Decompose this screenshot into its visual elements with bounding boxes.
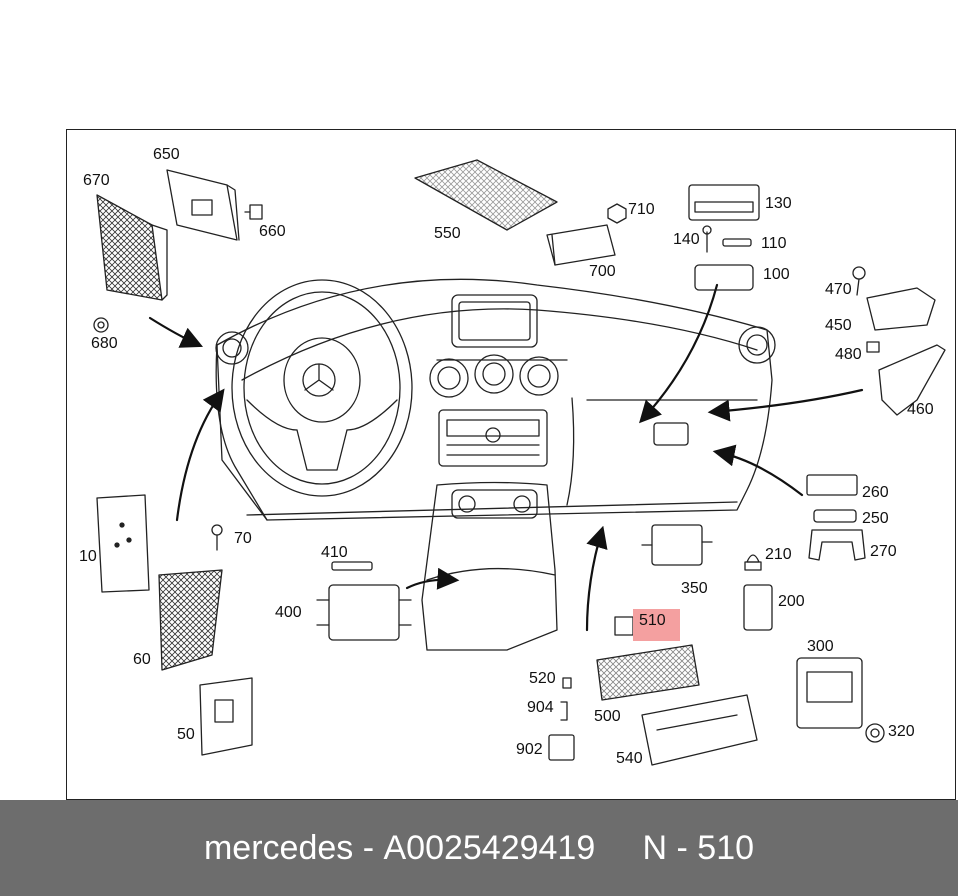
label-902: 902 — [516, 741, 543, 758]
part-510-relay — [614, 616, 634, 636]
center-console — [421, 481, 558, 651]
part-number: A0025429419 — [383, 828, 596, 867]
part-50-module — [199, 677, 253, 756]
arrows — [148, 283, 864, 632]
steering-wheel — [231, 279, 413, 497]
part-350-module — [641, 524, 713, 566]
label-670: 670 — [83, 172, 110, 189]
part-70-bolt — [211, 524, 223, 551]
part-300-module — [796, 657, 863, 729]
spacer — [595, 829, 642, 868]
glovebox-handle — [653, 422, 689, 446]
part-550-mat — [414, 159, 558, 231]
brand-name: mercedes — [203, 828, 354, 867]
label-460: 460 — [907, 401, 934, 418]
label-904: 904 — [527, 699, 554, 716]
center-vents — [215, 326, 776, 398]
separator: - — [353, 828, 384, 867]
part-540-fusebox — [641, 694, 758, 766]
parts-diagram-drawing — [93, 159, 946, 766]
part-650-module — [166, 169, 240, 241]
part-320-nut — [865, 723, 885, 743]
label-400: 400 — [275, 604, 302, 621]
label-700: 700 — [589, 263, 616, 280]
label-550: 550 — [434, 225, 461, 242]
part-270-cover — [808, 529, 866, 561]
part-460-bracket — [878, 344, 946, 416]
part-680-nut — [93, 317, 109, 333]
position-number: 510 — [697, 828, 755, 867]
part-904-fuse — [560, 701, 568, 721]
label-320: 320 — [888, 723, 915, 740]
part-100-unit — [694, 264, 754, 291]
label-680: 680 — [91, 335, 118, 352]
label-450: 450 — [825, 317, 852, 334]
part-700-module — [546, 224, 616, 266]
label-710: 710 — [628, 201, 655, 218]
label-60: 60 — [133, 651, 151, 668]
label-140: 140 — [673, 231, 700, 248]
part-670-panel — [96, 194, 168, 301]
label-350: 350 — [681, 580, 708, 597]
part-250-strip — [813, 509, 857, 523]
part-710-nut — [607, 203, 627, 224]
label-250: 250 — [862, 510, 889, 527]
label-510-highlighted: 510 — [633, 609, 680, 641]
label-270: 270 — [870, 543, 897, 560]
center-display — [436, 294, 568, 361]
diagram-frame: 650 670 660 680 550 710 700 130 140 110 … — [66, 129, 956, 800]
label-10: 10 — [79, 548, 97, 565]
part-110-strip — [722, 238, 752, 247]
part-660-screw — [244, 204, 263, 220]
part-200-switch — [743, 584, 773, 631]
label-110: 110 — [761, 235, 787, 252]
part-10-panel — [96, 494, 150, 593]
position-prefix: N - — [642, 828, 698, 867]
label-410: 410 — [321, 544, 348, 561]
label-480: 480 — [835, 346, 862, 363]
part-470-screw — [852, 266, 866, 296]
label-260: 260 — [862, 484, 889, 501]
label-100: 100 — [763, 266, 790, 283]
part-140-screw — [702, 225, 712, 253]
label-520: 520 — [529, 670, 556, 687]
part-400-module — [316, 584, 412, 641]
label-200: 200 — [778, 593, 805, 610]
radio-panel — [438, 409, 548, 467]
part-410-strip — [331, 561, 373, 571]
part-500-fusebox — [596, 644, 700, 701]
label-470: 470 — [825, 281, 852, 298]
part-450-module — [866, 287, 936, 331]
label-210: 210 — [765, 546, 792, 563]
part-130-unit — [688, 184, 760, 221]
label-650: 650 — [153, 146, 180, 163]
part-902-relay — [548, 734, 575, 761]
label-70: 70 — [234, 530, 252, 547]
part-60-bracket — [158, 569, 223, 671]
part-520-fuse — [562, 677, 572, 689]
label-300: 300 — [807, 638, 834, 655]
label-500: 500 — [594, 708, 621, 725]
label-660: 660 — [259, 223, 286, 240]
part-210-nut — [744, 554, 762, 571]
label-50: 50 — [177, 726, 195, 743]
label-130: 130 — [765, 195, 792, 212]
part-260-unit — [806, 474, 858, 496]
dashboard-outline — [215, 278, 773, 521]
part-480-clip — [866, 341, 880, 353]
label-540: 540 — [616, 750, 643, 767]
part-info-footer: mercedes - A0025429419 N - 510 — [0, 800, 958, 896]
